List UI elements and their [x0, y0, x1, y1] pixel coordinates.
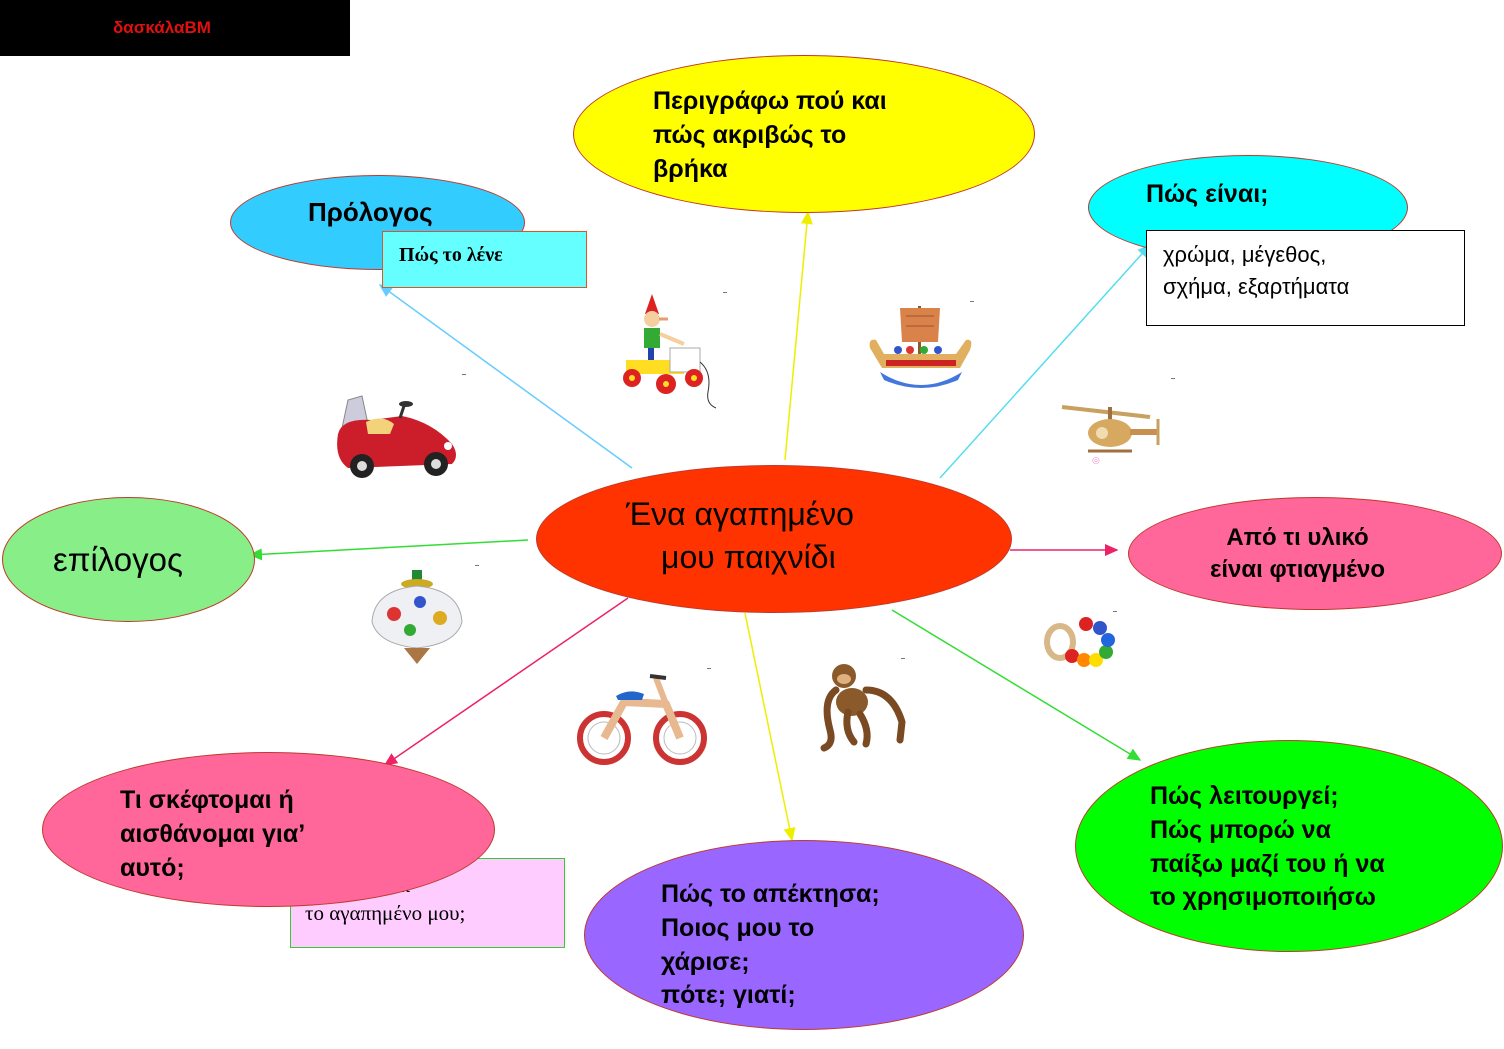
image-marker	[707, 668, 711, 669]
image-marker	[475, 565, 479, 566]
balance-bike-icon	[577, 674, 707, 765]
spinning-top-icon	[371, 570, 463, 664]
material-text: Από τι υλικό είναι φτιαγμένο	[1210, 524, 1385, 584]
prologue-title: Πρόλογος	[308, 197, 433, 227]
acquired-text: Πώς το απέκτησα; Ποιος μου το χάρισε; πό…	[661, 880, 880, 1010]
describe-text: Περιγράφω πού και πώς ακριβώς το βρήκα	[653, 87, 887, 183]
appearance-note-box: χρώμα, μέγεθος, σχήμα, εξαρτήματα	[1146, 230, 1465, 326]
prologue-note-box: Πώς το λένε	[382, 231, 587, 288]
appearance-title: Πώς είναι;	[1146, 180, 1269, 208]
material-node	[1128, 497, 1502, 610]
arrow-to-acquired	[744, 612, 796, 842]
center-title-line1: Ένα αγαπημένο	[626, 496, 854, 532]
image-marker	[462, 374, 466, 375]
svg-text:◎: ◎	[1092, 455, 1100, 465]
arrow-to-describe	[784, 210, 813, 461]
function-text: Πώς λειτουργεί; Πώς μπορώ να παίξω μαζί …	[1150, 782, 1385, 912]
arrow-to-function	[891, 609, 1142, 761]
function-node	[1075, 740, 1503, 952]
pinocchio-cart-toy-icon	[623, 294, 717, 409]
image-marker	[1113, 611, 1117, 612]
helicopter-toy-icon: ◎	[1061, 405, 1160, 465]
center-title-line2: μου παιχνίδι	[661, 539, 836, 575]
wooden-monkey-icon	[820, 664, 906, 752]
brand-header: δασκάλαΒΜ	[0, 0, 350, 56]
image-marker	[901, 658, 905, 659]
feelings-node	[42, 752, 495, 907]
describe-node	[573, 55, 1035, 213]
center-node	[536, 465, 1012, 613]
feelings-text: Τι σκέφτομαι ή αισθάνομαι για’ αυτό;	[120, 786, 306, 882]
viking-ship-toy-icon	[869, 306, 972, 388]
epilogue-title: επίλογος	[53, 541, 183, 578]
brand-label: δασκάλαΒΜ	[113, 18, 211, 37]
arrow-to-feelings	[383, 597, 629, 766]
epilogue-node	[2, 497, 255, 622]
arrow-to-prologue	[378, 284, 633, 469]
arrow-to-epilogue	[248, 539, 529, 561]
arrow-to-appearance	[939, 243, 1152, 479]
prologue-note: Πώς το λένε	[399, 244, 503, 266]
toy-car-icon	[337, 395, 456, 478]
image-marker	[970, 301, 974, 302]
image-marker	[1171, 378, 1175, 379]
appearance-note: χρώμα, μέγεθος, σχήμα, εξαρτήματα	[1163, 242, 1350, 299]
acquired-node	[584, 840, 1024, 1030]
image-marker	[723, 292, 727, 293]
bead-rattle-icon	[1044, 617, 1115, 667]
